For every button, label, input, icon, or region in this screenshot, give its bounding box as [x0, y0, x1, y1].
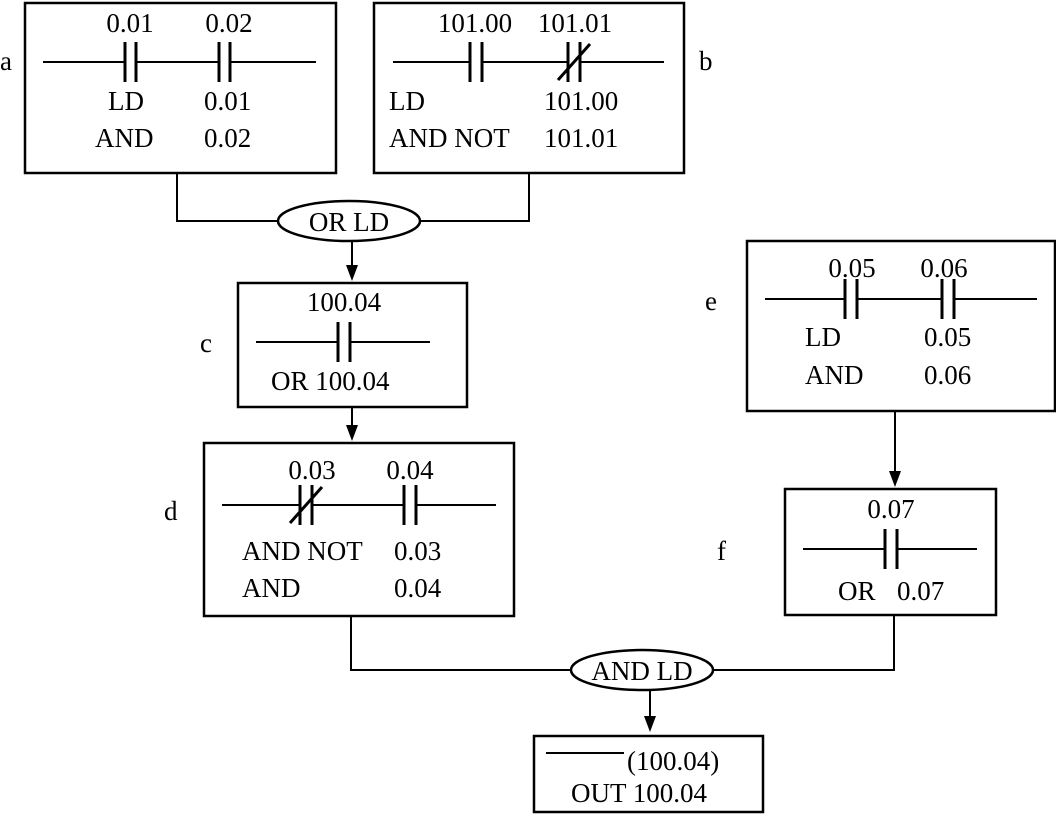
output-block: (100.04) OUT 100.04: [532, 734, 765, 814]
normally-closed-slash: [556, 43, 592, 81]
or-ld-label: OR LD: [309, 207, 389, 237]
instruction-op: LD: [389, 86, 425, 116]
output-block-frame: [532, 734, 765, 814]
or-ld-oval: [276, 199, 422, 243]
contact-address: 0.05: [828, 253, 875, 283]
instruction-line: OR 100.04: [271, 366, 390, 396]
instruction-op: AND: [805, 360, 864, 390]
arrow-head: [644, 716, 656, 732]
arrow-head: [346, 265, 358, 281]
normally-closed-slash: [288, 486, 324, 524]
or-ld-junction: OR LD: [176, 173, 530, 281]
contact-address: 0.02: [205, 8, 252, 38]
and-ld-junction: AND LD: [350, 615, 895, 732]
instruction-addr: 101.00: [544, 86, 618, 116]
block-f-frame: [783, 487, 998, 617]
block-d-tag: d: [164, 496, 178, 526]
instruction-line: OUT 100.04: [571, 778, 708, 808]
instruction-op: OR: [838, 576, 876, 606]
arrow-head: [889, 471, 901, 487]
instruction-op: AND: [242, 573, 301, 603]
block-e-frame: [745, 239, 1056, 413]
instruction-op: LD: [108, 86, 144, 116]
contact-address: 0.01: [106, 8, 153, 38]
block-a: a 0.01 0.02 LD 0.01 AND 0.02: [0, 1, 338, 175]
instruction-addr: 0.03: [394, 536, 441, 566]
block-c-tag: c: [200, 328, 212, 358]
block-b: b 101.00 101.01 LD 101.00 AND NOT 101.01: [372, 1, 713, 175]
contact-address: 100.04: [307, 287, 382, 317]
output-coil-label: (100.04): [627, 746, 719, 776]
instruction-op: AND NOT: [389, 123, 510, 153]
instruction-op: AND: [95, 123, 154, 153]
block-b-tag: b: [699, 46, 713, 76]
block-c: c 100.04 OR 100.04: [200, 281, 469, 441]
instruction-addr: 0.07: [897, 576, 944, 606]
block-d-frame: [202, 441, 516, 618]
block-a-tag: a: [0, 46, 12, 76]
connector-wire: [420, 173, 530, 222]
contact-address: 0.06: [920, 253, 967, 283]
and-ld-oval: [569, 648, 715, 692]
instruction-addr: 0.01: [204, 86, 251, 116]
and-ld-label: AND LD: [591, 656, 692, 686]
block-d: d 0.03 0.04 AND NOT 0.03 AND 0.04: [164, 441, 516, 618]
instruction-addr: 0.02: [204, 123, 251, 153]
contact-address: 101.01: [538, 8, 612, 38]
instruction-op: LD: [805, 322, 841, 352]
block-f: f 0.07 OR 0.07: [717, 487, 998, 617]
contact-address: 0.07: [867, 494, 914, 524]
block-c-frame: [236, 281, 469, 409]
block-e-tag: e: [705, 286, 717, 316]
connector-wire: [176, 173, 278, 222]
instruction-addr: 0.06: [924, 360, 971, 390]
block-a-frame: [23, 1, 338, 175]
instruction-op: AND NOT: [242, 536, 363, 566]
instruction-addr: 101.01: [544, 123, 618, 153]
connector-wire: [350, 616, 571, 671]
instruction-addr: 0.05: [924, 322, 971, 352]
contact-address: 101.00: [438, 8, 512, 38]
contact-address: 0.03: [288, 455, 335, 485]
instruction-addr: 0.04: [394, 573, 442, 603]
block-f-tag: f: [717, 536, 726, 566]
contact-address: 0.04: [386, 455, 434, 485]
connector-wire: [713, 615, 895, 671]
arrow-head: [346, 425, 358, 441]
block-e: e 0.05 0.06 LD 0.05 AND 0.06: [705, 239, 1056, 487]
